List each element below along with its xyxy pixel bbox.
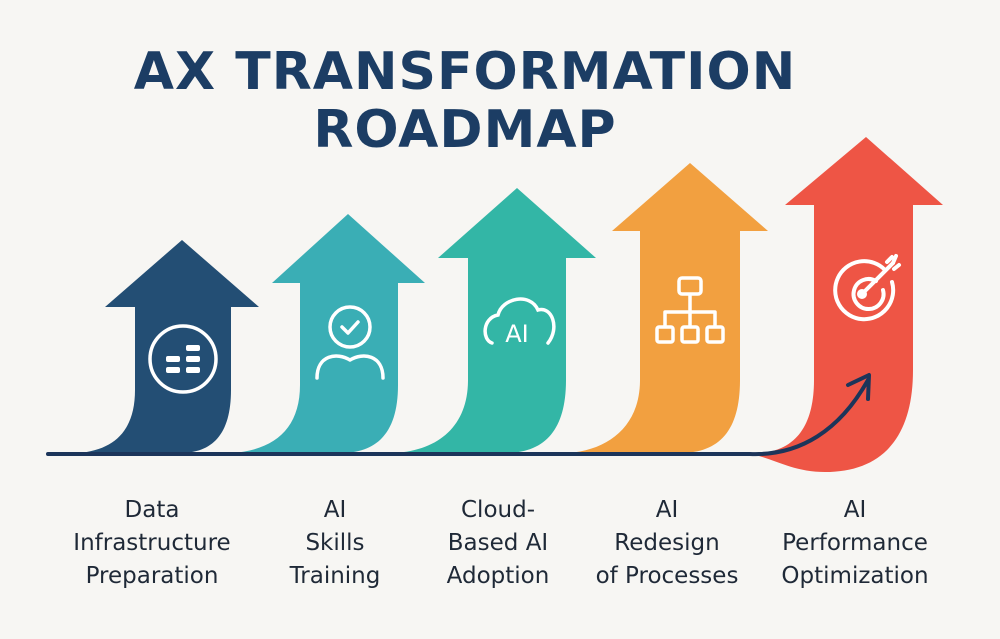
- title-line-2: ROADMAP: [313, 100, 617, 160]
- step-5-label-line: Optimization: [781, 563, 929, 589]
- arrow-step-1: [78, 240, 259, 453]
- step-3-label: Cloud- Based AI Adoption: [388, 494, 608, 593]
- step-3-label-line: Based AI: [447, 530, 549, 556]
- step-5-label: AI Performance Optimization: [745, 494, 965, 593]
- step-1-label-line: Data: [124, 497, 180, 523]
- step-1-label-line: Preparation: [85, 563, 219, 589]
- step-2-label-line: Training: [289, 563, 381, 589]
- arrow-step-3: [395, 188, 596, 453]
- step-3-label-line: Adoption: [446, 563, 550, 589]
- org-chart-icon: [655, 276, 725, 344]
- target-icon: [833, 254, 901, 322]
- step-5-label-line: Performance: [782, 530, 928, 556]
- title-line-1: AX TRANSFORMATION: [133, 42, 797, 102]
- step-3-label-line: Cloud-: [461, 497, 535, 523]
- step-1-label-line: Infrastructure: [73, 530, 231, 556]
- step-4-label-line: Redesign: [614, 530, 720, 556]
- cloud-ai-icon: AI: [483, 297, 556, 348]
- data-server-icon: [148, 324, 218, 394]
- step-5-label-line: AI: [843, 497, 867, 523]
- step-4-label: AI Redesign of Processes: [557, 494, 777, 593]
- step-2-label: AI Skills Training: [225, 494, 445, 593]
- arrow-step-2: [232, 214, 425, 453]
- arrow-step-5: [745, 137, 943, 472]
- user-check-icon: [315, 305, 385, 380]
- step-4-label-line: of Processes: [595, 563, 739, 589]
- step-1-label: Data Infrastructure Preparation: [42, 494, 262, 593]
- baseline-trend-line: [46, 378, 870, 457]
- step-2-label-line: AI: [323, 497, 347, 523]
- step-2-label-line: Skills: [305, 530, 365, 556]
- cloud-ai-text: AI: [505, 320, 529, 348]
- arrow-step-4: [568, 163, 768, 453]
- step-4-label-line: AI: [655, 497, 679, 523]
- trend-arrowhead-icon: [846, 373, 871, 401]
